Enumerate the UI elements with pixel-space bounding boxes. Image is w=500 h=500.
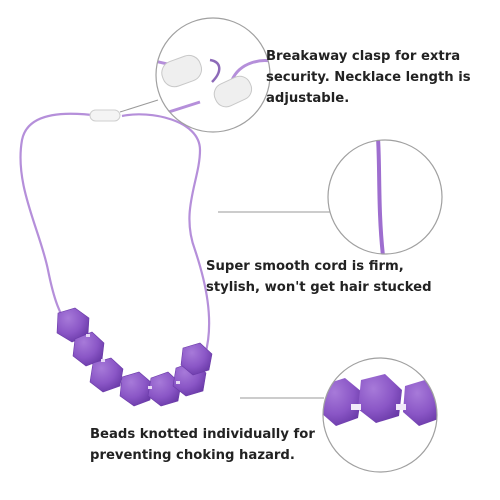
clasp-detail-zoom bbox=[155, 17, 271, 133]
bead bbox=[180, 342, 213, 376]
cord-detail-zoom bbox=[327, 139, 443, 255]
bead bbox=[147, 371, 182, 407]
bead bbox=[119, 371, 153, 407]
clasp bbox=[89, 109, 121, 122]
necklace-cord bbox=[19, 112, 101, 326]
beads-detail-zoom bbox=[322, 357, 438, 473]
clasp-callout-text: Breakaway clasp for extra security. Neck… bbox=[266, 49, 471, 106]
leader-line-clasp bbox=[119, 99, 159, 113]
necklace-cord bbox=[121, 113, 211, 356]
beads-callout-text: Beads knotted individually for preventin… bbox=[90, 427, 315, 463]
bead bbox=[89, 357, 124, 393]
bead-group bbox=[56, 307, 213, 407]
cord-callout-text: Super smooth cord is firm, stylish, won'… bbox=[206, 259, 432, 295]
